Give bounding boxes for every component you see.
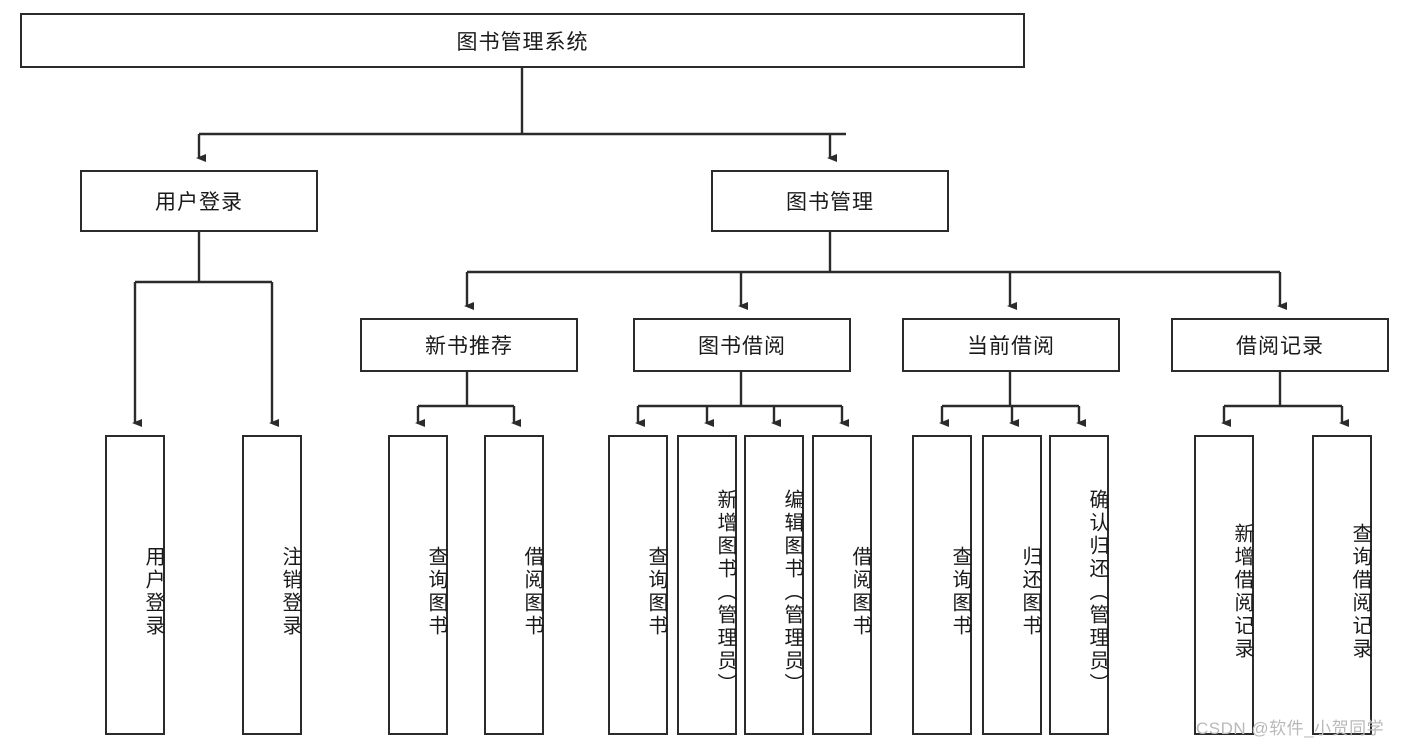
- node-borrow-records[interactable]: 借阅记录: [1171, 318, 1389, 372]
- node-label: 借阅记录: [1236, 335, 1324, 358]
- node-new-book-recommend[interactable]: 新书推荐: [360, 318, 578, 372]
- node-label: 当前借阅: [967, 335, 1055, 358]
- leaf-user-login[interactable]: 用户登录: [105, 435, 165, 735]
- leaf-query-borrow-record[interactable]: 查询借阅记录: [1312, 435, 1372, 735]
- leaf-query-books-current[interactable]: 查询图书: [912, 435, 972, 735]
- node-label: 新书推荐: [425, 335, 513, 358]
- leaf-confirm-return-admin[interactable]: 确认归还（管理员）: [1049, 435, 1109, 735]
- node-label: 借阅图书: [849, 546, 871, 638]
- node-book-borrow[interactable]: 图书借阅: [633, 318, 851, 372]
- node-root-system[interactable]: 图书管理系统: [20, 13, 1025, 68]
- leaf-lend-book[interactable]: 借阅图书: [812, 435, 872, 735]
- node-label: 确认归还（管理员）: [1086, 488, 1108, 696]
- node-label: 新增图书（管理员）: [714, 488, 736, 696]
- leaf-query-books-newbook[interactable]: 查询图书: [388, 435, 448, 735]
- node-book-management[interactable]: 图书管理: [711, 170, 949, 232]
- leaf-edit-book-admin[interactable]: 编辑图书（管理员）: [744, 435, 804, 735]
- node-label: 用户登录: [142, 546, 164, 638]
- node-label: 图书管理系统: [456, 30, 589, 54]
- leaf-return-book[interactable]: 归还图书: [982, 435, 1042, 735]
- node-label: 用户登录: [155, 191, 243, 214]
- node-label: 借阅图书: [521, 546, 543, 638]
- node-label: 归还图书: [1019, 546, 1041, 638]
- leaf-logout[interactable]: 注销登录: [242, 435, 302, 735]
- node-label: 图书管理: [786, 191, 874, 214]
- node-current-borrow[interactable]: 当前借阅: [902, 318, 1120, 372]
- node-label: 注销登录: [279, 546, 301, 638]
- leaf-add-borrow-record[interactable]: 新增借阅记录: [1194, 435, 1254, 735]
- leaf-borrow-books-newbook[interactable]: 借阅图书: [484, 435, 544, 735]
- node-label: 查询图书: [645, 546, 667, 638]
- node-label: 编辑图书（管理员）: [781, 488, 803, 696]
- leaf-add-book-admin[interactable]: 新增图书（管理员）: [677, 435, 737, 735]
- csdn-watermark: CSDN @软件_小贺同学: [1196, 719, 1385, 738]
- node-label: 图书借阅: [698, 335, 786, 358]
- node-label: 查询借阅记录: [1349, 523, 1371, 661]
- node-label: 新增借阅记录: [1231, 523, 1253, 661]
- node-user-login[interactable]: 用户登录: [80, 170, 318, 232]
- leaf-query-books-borrow[interactable]: 查询图书: [608, 435, 668, 735]
- node-label: 查询图书: [949, 546, 971, 638]
- node-label: 查询图书: [425, 546, 447, 638]
